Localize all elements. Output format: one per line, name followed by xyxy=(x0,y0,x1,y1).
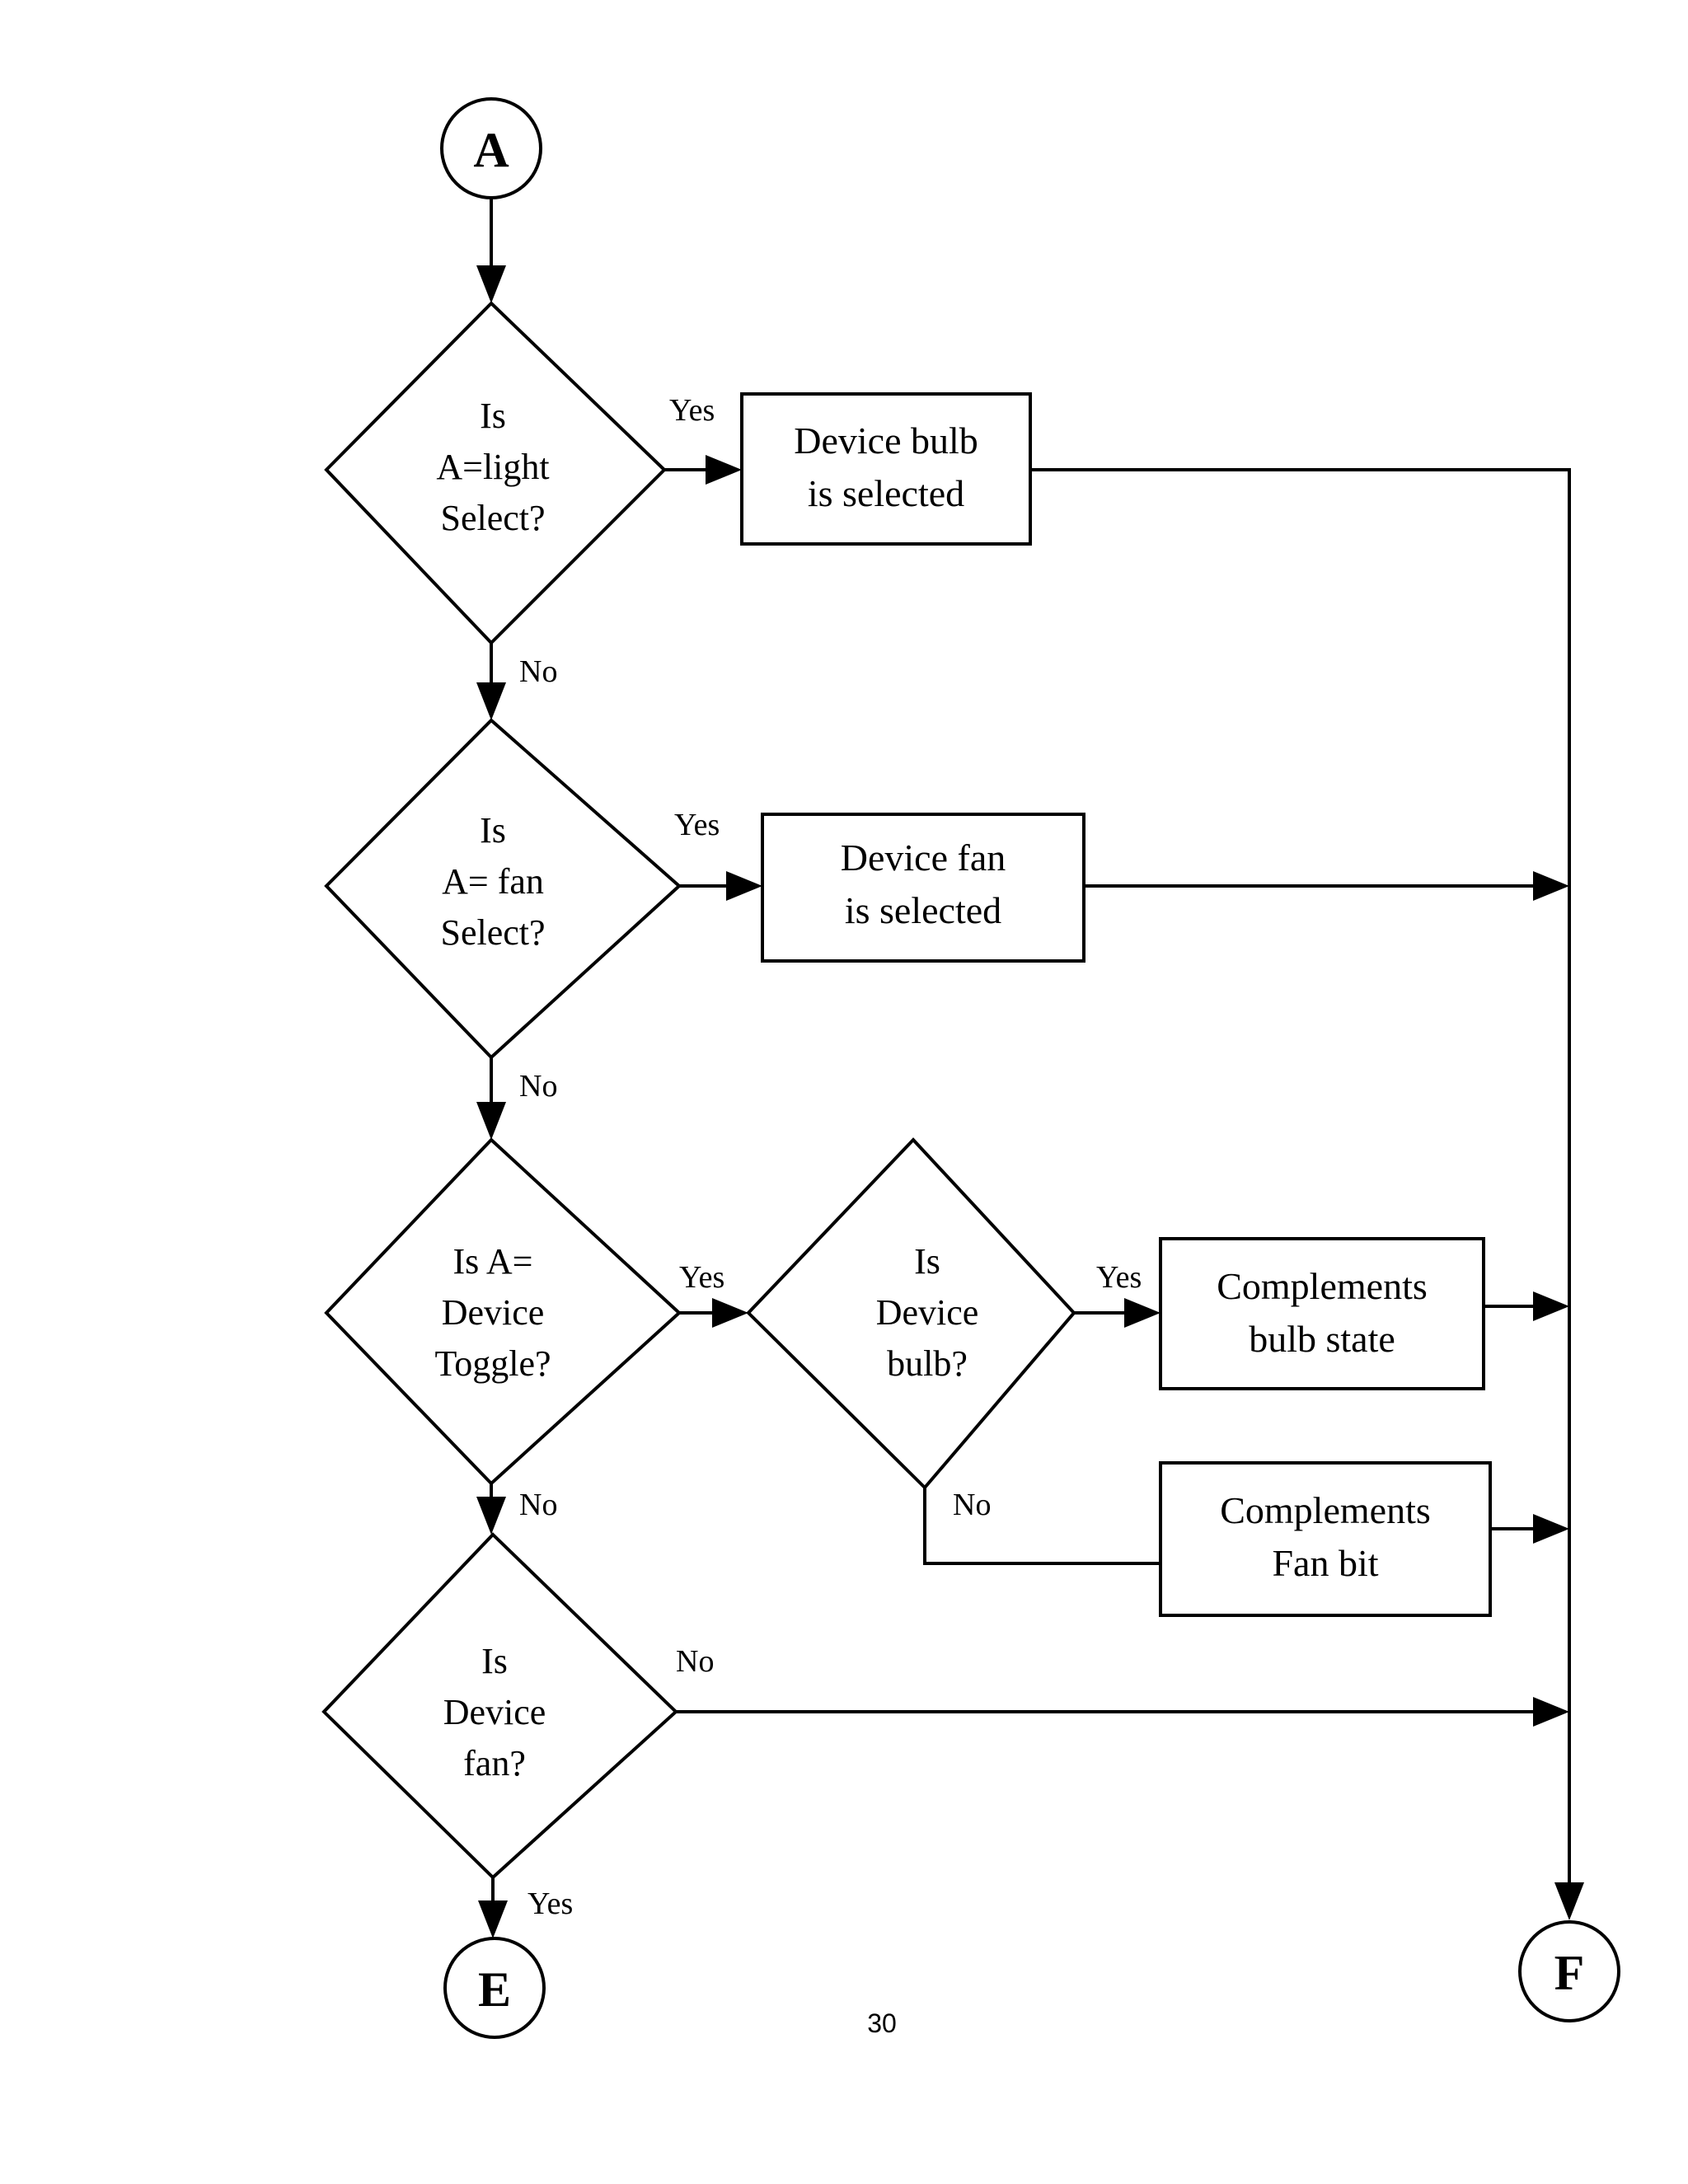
decision-d3-line2: Device xyxy=(442,1292,545,1333)
page-number: 30 xyxy=(867,2008,897,2038)
edge-label-d3-yes: Yes xyxy=(679,1260,724,1295)
decision-is-device-fan[interactable]: Is Device fan? xyxy=(321,1532,678,1880)
decision-is-a-light-select[interactable]: Is A=light Select? xyxy=(324,301,667,645)
decision-d5-line3: fan? xyxy=(463,1743,526,1783)
edge-start-to-d1 xyxy=(476,199,506,303)
decision-d4-line1: Is xyxy=(914,1241,940,1282)
edge-d4-yes-to-p3 xyxy=(1074,1298,1160,1328)
edge-label-d3-no: No xyxy=(519,1488,557,1522)
edge-label-d5-yes: Yes xyxy=(528,1886,573,1921)
decision-d1-line2: A=light xyxy=(436,447,549,487)
decision-d2-line3: Select? xyxy=(440,912,545,953)
process-p3-line2: bulb state xyxy=(1249,1318,1395,1360)
edge-label-d1-yes: Yes xyxy=(669,393,715,428)
edge-d3-no-to-d5 xyxy=(476,1483,506,1535)
decision-d4-line2: Device xyxy=(876,1292,979,1333)
decision-d1-line1: Is xyxy=(480,396,506,436)
edge-d2-no-to-d3 xyxy=(476,1057,506,1140)
edge-d5-no-to-junction xyxy=(676,1697,1569,1727)
edge-d1-yes-to-p1 xyxy=(664,455,742,485)
process-p1-line1: Device bulb xyxy=(794,419,978,462)
decision-d1-line3: Select? xyxy=(440,498,545,538)
terminator-start-a[interactable]: A xyxy=(440,97,542,199)
edge-p1-to-f xyxy=(1030,468,1584,1920)
edge-d5-yes-to-e xyxy=(478,1877,508,1938)
edge-label-d4-no: No xyxy=(953,1488,991,1522)
edge-d1-no-to-d2 xyxy=(476,643,506,720)
terminator-end-e-label: E xyxy=(478,1962,511,2017)
edge-p4-to-junction xyxy=(1490,1514,1569,1544)
process-device-fan-selected[interactable]: Device fan is selected xyxy=(761,813,1085,963)
decision-is-a-device-toggle[interactable]: Is A= Device Toggle? xyxy=(324,1137,682,1486)
decision-d2-line2: A= fan xyxy=(442,861,544,902)
process-device-bulb-selected[interactable]: Device bulb is selected xyxy=(740,392,1032,546)
decision-is-device-bulb[interactable]: Is Device bulb? xyxy=(746,1137,1076,1490)
decision-d5-line2: Device xyxy=(443,1692,546,1732)
process-p2-line2: is selected xyxy=(845,889,1001,931)
edge-label-d1-no: No xyxy=(519,654,557,689)
decision-d4-line3: bulb? xyxy=(887,1343,968,1384)
process-p2-line1: Device fan xyxy=(841,837,1006,879)
edge-label-d2-no: No xyxy=(519,1069,557,1104)
process-complements-bulb-state[interactable]: Complements bulb state xyxy=(1159,1237,1485,1390)
decision-d5-line1: Is xyxy=(481,1641,508,1681)
edge-d3-yes-to-d4 xyxy=(679,1298,748,1328)
process-p3-line1: Complements xyxy=(1217,1265,1428,1307)
edge-label-d2-yes: Yes xyxy=(674,808,720,842)
decision-d2-line1: Is xyxy=(480,810,506,851)
decision-d3-line1: Is A= xyxy=(453,1241,533,1282)
decision-is-a-fan-select[interactable]: Is A= fan Select? xyxy=(324,718,682,1060)
edge-p3-to-junction xyxy=(1484,1291,1569,1321)
process-p4-line1: Complements xyxy=(1220,1489,1431,1531)
decision-d3-line3: Toggle? xyxy=(434,1343,551,1384)
process-p4-line2: Fan bit xyxy=(1272,1542,1378,1584)
terminator-start-label: A xyxy=(473,123,509,177)
terminator-end-f[interactable]: F xyxy=(1518,1920,1620,2022)
edge-p2-to-junction xyxy=(1084,871,1569,901)
terminator-end-e[interactable]: E xyxy=(443,1937,546,2039)
edge-label-d4-yes: Yes xyxy=(1096,1260,1142,1295)
edge-label-d5-no: No xyxy=(676,1644,714,1679)
process-p1-line2: is selected xyxy=(808,472,964,514)
terminator-end-f-label: F xyxy=(1554,1946,1585,2000)
process-complements-fan-bit[interactable]: Complements Fan bit xyxy=(1159,1461,1492,1617)
edge-d2-yes-to-p2 xyxy=(679,871,762,901)
